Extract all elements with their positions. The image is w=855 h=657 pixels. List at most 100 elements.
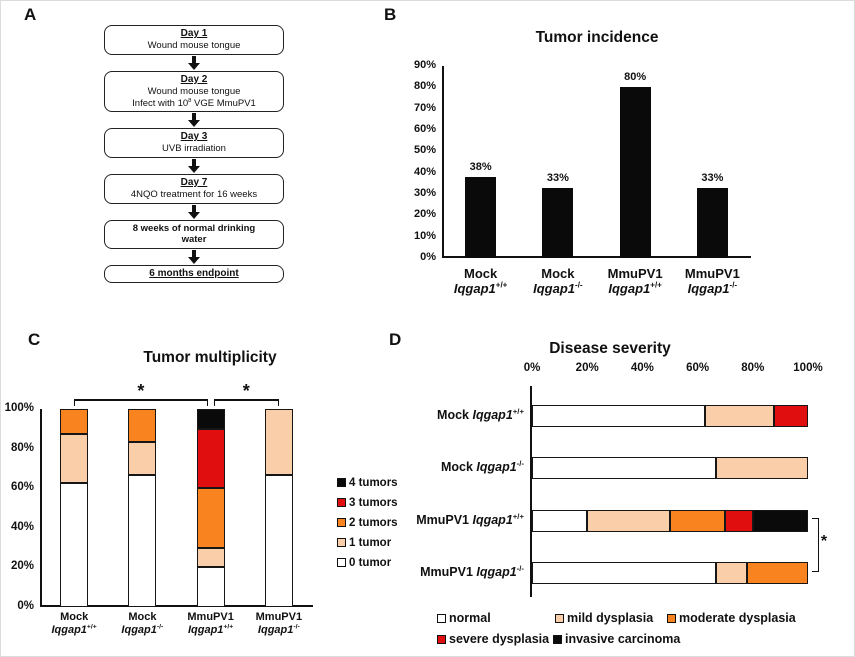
flow-step-line: water <box>181 234 207 246</box>
treatment-label: MmuPV1 <box>607 266 663 281</box>
segment-2-tumors-2 <box>196 488 225 548</box>
x-tick-label: 100% <box>793 362 823 374</box>
segment-0-tumor-0 <box>60 483 89 607</box>
segment-severe-dysplasia-2 <box>725 509 753 532</box>
segment-0-tumor-3 <box>264 474 293 607</box>
genotype-gene-label: Iqgap1 <box>51 623 87 636</box>
y-tick-label: 70% <box>413 101 436 114</box>
bar-value-label: 38% <box>469 160 492 173</box>
legend-item-0-tumor: 0 tumor <box>337 557 391 569</box>
segment-normal-0 <box>532 405 705 427</box>
genotype-superscript: -/- <box>516 459 524 469</box>
segment-1-tumor-0 <box>60 433 89 484</box>
treatment-label: Mock <box>541 266 575 281</box>
genotype-superscript: -/- <box>575 281 583 290</box>
legend-label: 1 tumor <box>349 537 392 549</box>
legend-swatch <box>337 478 346 487</box>
segment-0-tumor-1 <box>128 474 157 607</box>
legend-label: mild dysplasia <box>567 611 654 625</box>
down-arrow-icon <box>188 113 200 128</box>
flow-step-heading: Day 1 <box>180 28 208 39</box>
flow-step-heading: 6 months endpoint <box>149 267 239 279</box>
down-arrow-icon <box>188 204 200 219</box>
segment-0-tumor-2 <box>196 567 225 607</box>
flow-step-line: 8 weeks of normal drinking <box>132 222 256 234</box>
legend-swatch <box>437 635 446 644</box>
legend-item-mild-dysplasia: mild dysplasia <box>555 611 653 625</box>
flow-step-heading: Day 7 <box>180 176 208 188</box>
y-tick-label: 90% <box>413 59 436 71</box>
treatment-label: Mock <box>128 611 157 623</box>
treatment-label: Mock <box>437 408 473 422</box>
legend-label: severe dysplasia <box>449 632 550 646</box>
bar-mock-0 <box>465 176 497 258</box>
treatment-label: MmuPV1 <box>255 611 303 623</box>
flow-step-line: 4NQO treatment for 16 weeks <box>130 189 258 201</box>
genotype-superscript: +/+ <box>650 281 662 290</box>
genotype-label: Iqgap1+/+ <box>589 281 681 296</box>
x-tick-label: 80% <box>741 362 765 374</box>
disease-severity-title: Disease severity <box>549 340 671 357</box>
segment-mild-dysplasia-1 <box>716 457 808 480</box>
treatment-label: MmuPV1 <box>684 266 740 281</box>
genotype-superscript: -/- <box>516 563 524 573</box>
genotype-label: Iqgap1+/+ <box>173 623 249 637</box>
x-tick-label: 20% <box>575 362 599 374</box>
tumor-multiplicity-title: Tumor multiplicity <box>143 349 277 366</box>
segment-moderate-dysplasia-3 <box>746 561 808 584</box>
legend-label: 3 tumors <box>349 497 398 509</box>
segment-1-tumor-2 <box>196 547 225 568</box>
legend-swatch <box>555 614 564 623</box>
flow-step-line: Wound mouse tongue <box>147 85 241 97</box>
segment-normal-2 <box>532 509 588 532</box>
flow-step-line: UVB irradiation <box>162 143 226 155</box>
genotype-gene-label: Iqgap1 <box>453 281 496 297</box>
legend-label: moderate dysplasia <box>679 611 796 625</box>
row-category-label: Mock Iqgap1-/- <box>368 460 524 475</box>
panel-c-letter: C <box>28 330 41 349</box>
segment-normal-1 <box>532 457 717 480</box>
y-tick-label: 100% <box>4 402 34 414</box>
bar-mmupv1-3 <box>696 187 728 258</box>
legend-item-moderate-dysplasia: moderate dysplasia <box>667 611 796 625</box>
segment-1-tumor-1 <box>128 441 157 475</box>
flow-step-box-6: 6 months endpoint <box>104 264 284 283</box>
genotype-gene-label: Iqgap1 <box>687 281 730 297</box>
legend-label: normal <box>449 611 491 625</box>
legend-item-invasive-carcinoma: invasive carcinoma <box>553 632 680 646</box>
x-tick-label: 0% <box>523 362 541 374</box>
y-tick-label: 20% <box>10 560 34 573</box>
legend-swatch <box>337 518 346 527</box>
legend-swatch <box>337 498 346 507</box>
genotype-gene-label: Iqgap1 <box>476 564 517 579</box>
treatment-label: Mock <box>440 460 477 475</box>
segment-3-tumors-2 <box>196 428 225 489</box>
down-arrow-icon <box>188 158 200 173</box>
legend-swatch <box>337 538 346 547</box>
genotype-gene-label: Iqgap1 <box>533 281 576 297</box>
down-arrow-icon <box>188 249 200 264</box>
treatment-label: Mock <box>464 266 498 281</box>
row-category-label: MmuPV1 Iqgap1-/- <box>368 563 524 580</box>
treatment-label: Mock <box>60 611 89 623</box>
legend-label: 2 tumors <box>349 517 398 529</box>
y-tick-label: 60% <box>413 123 436 135</box>
significance-asterisk: * <box>242 381 250 401</box>
y-tick-label: 0% <box>17 600 34 612</box>
flow-step-line: Wound mouse tongue <box>147 40 241 52</box>
treatment-label: MmuPV1 <box>420 564 477 579</box>
legend-swatch <box>337 558 346 567</box>
significance-asterisk: * <box>137 381 145 401</box>
